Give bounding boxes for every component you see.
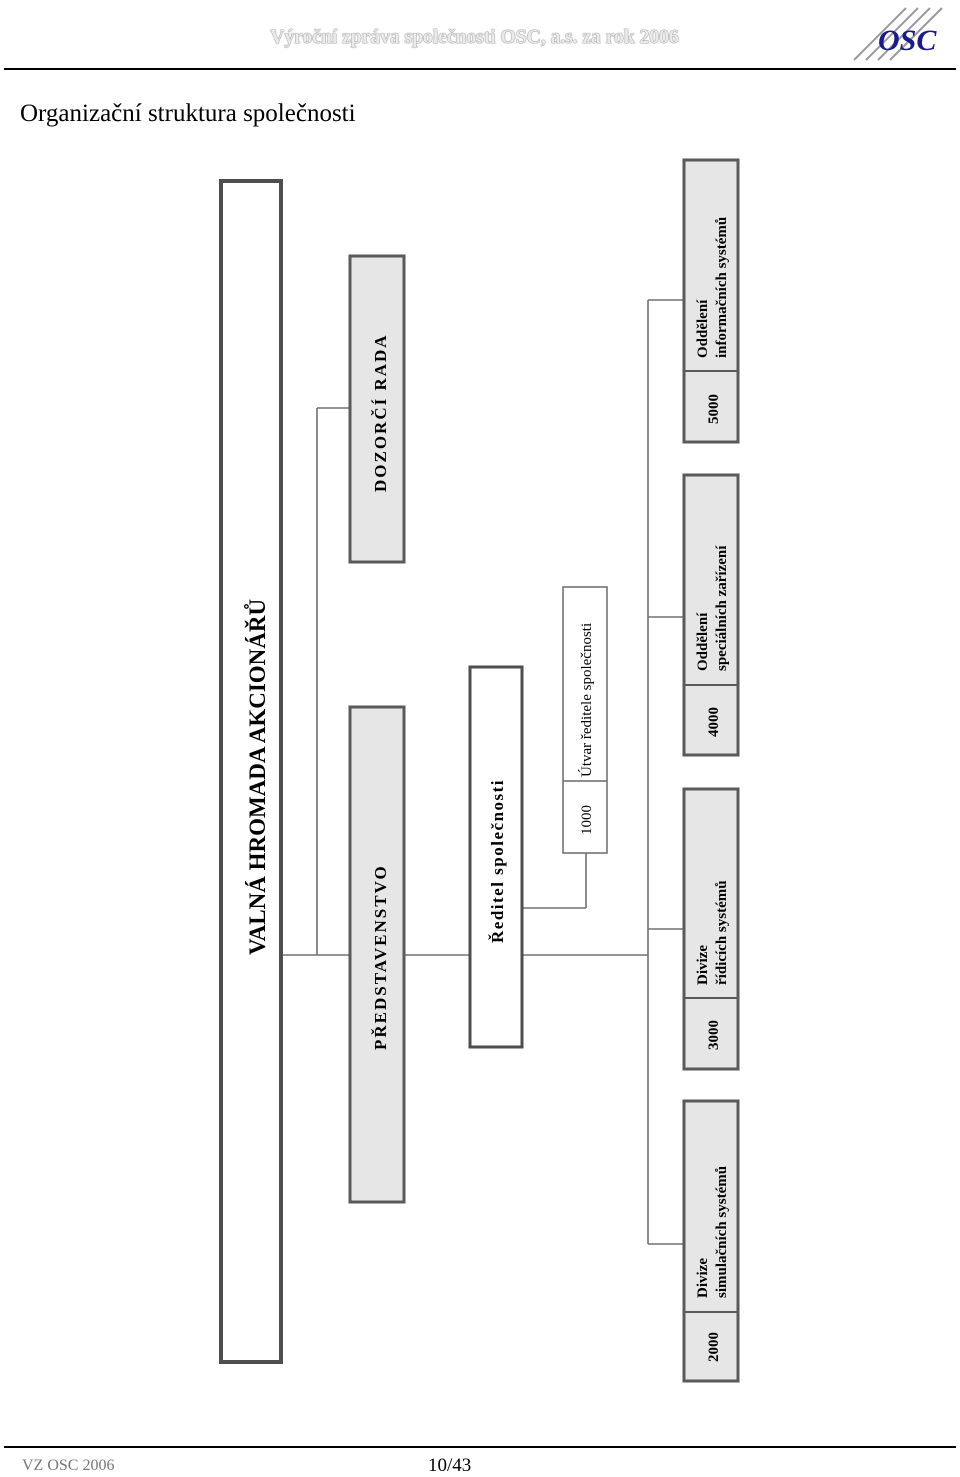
unit-line1: Oddělení xyxy=(695,612,711,671)
dozorci-rada-label: DOZORČÍ RADA xyxy=(371,333,390,492)
unit-line2: řídicích systémů xyxy=(714,880,730,985)
predstavenstvo-label: PŘEDSTAVENSTVO xyxy=(371,864,390,1050)
logo-text: OSC xyxy=(878,24,937,57)
unit-code: 3000 xyxy=(706,1020,722,1050)
logo-stripes xyxy=(853,7,943,61)
unit-box-4000: 4000 Oddělení speciálních zařízení xyxy=(682,473,740,757)
dozorci-rada-box: DOZORČÍ RADA xyxy=(348,254,406,564)
reditel-label: Ředitel společnosti xyxy=(488,779,507,943)
reditel-box: Ředitel společnosti xyxy=(468,665,524,1049)
unit-box-5000: 5000 Oddělení informačních systémů xyxy=(682,158,740,444)
utvar-name: Útvar ředitele společnosti xyxy=(578,623,595,777)
valna-hromada-box: VALNÁ HROMADA AKCIONÁŘŮ xyxy=(219,179,283,1364)
footer-document-label: VZ OSC 2006 xyxy=(22,1457,115,1474)
predstavenstvo-box: PŘEDSTAVENSTVO xyxy=(348,705,406,1204)
utvar-code: 1000 xyxy=(579,805,595,835)
unit-line1: Divize xyxy=(695,1258,711,1298)
header-title: Výroční zpráva společnosti OSC, a.s. za … xyxy=(270,26,679,48)
unit-line1: Oddělení xyxy=(695,299,711,358)
footer-rule xyxy=(4,1446,956,1448)
utvar-box: 1000 Útvar ředitele společnosti xyxy=(562,586,608,854)
unit-box-2000: 2000 Divize simulačních systémů xyxy=(682,1099,740,1383)
unit-line2: simulačních systémů xyxy=(714,1166,730,1298)
page-number: 10/43 xyxy=(428,1455,472,1476)
header-rule xyxy=(4,68,956,70)
unit-line2: speciálních zařízení xyxy=(714,545,730,671)
valna-hromada-label: VALNÁ HROMADA AKCIONÁŘŮ xyxy=(243,599,270,955)
unit-box-3000: 3000 Divize řídicích systémů xyxy=(682,787,740,1071)
page-heading: Organizační struktura společnosti xyxy=(20,100,356,127)
unit-code: 2000 xyxy=(706,1332,722,1362)
unit-code: 5000 xyxy=(706,394,722,424)
unit-line2: informačních systémů xyxy=(714,217,730,358)
unit-code: 4000 xyxy=(706,707,722,737)
unit-line1: Divize xyxy=(695,945,711,985)
osc-logo: OSC xyxy=(853,7,943,61)
org-connectors xyxy=(282,299,684,1245)
